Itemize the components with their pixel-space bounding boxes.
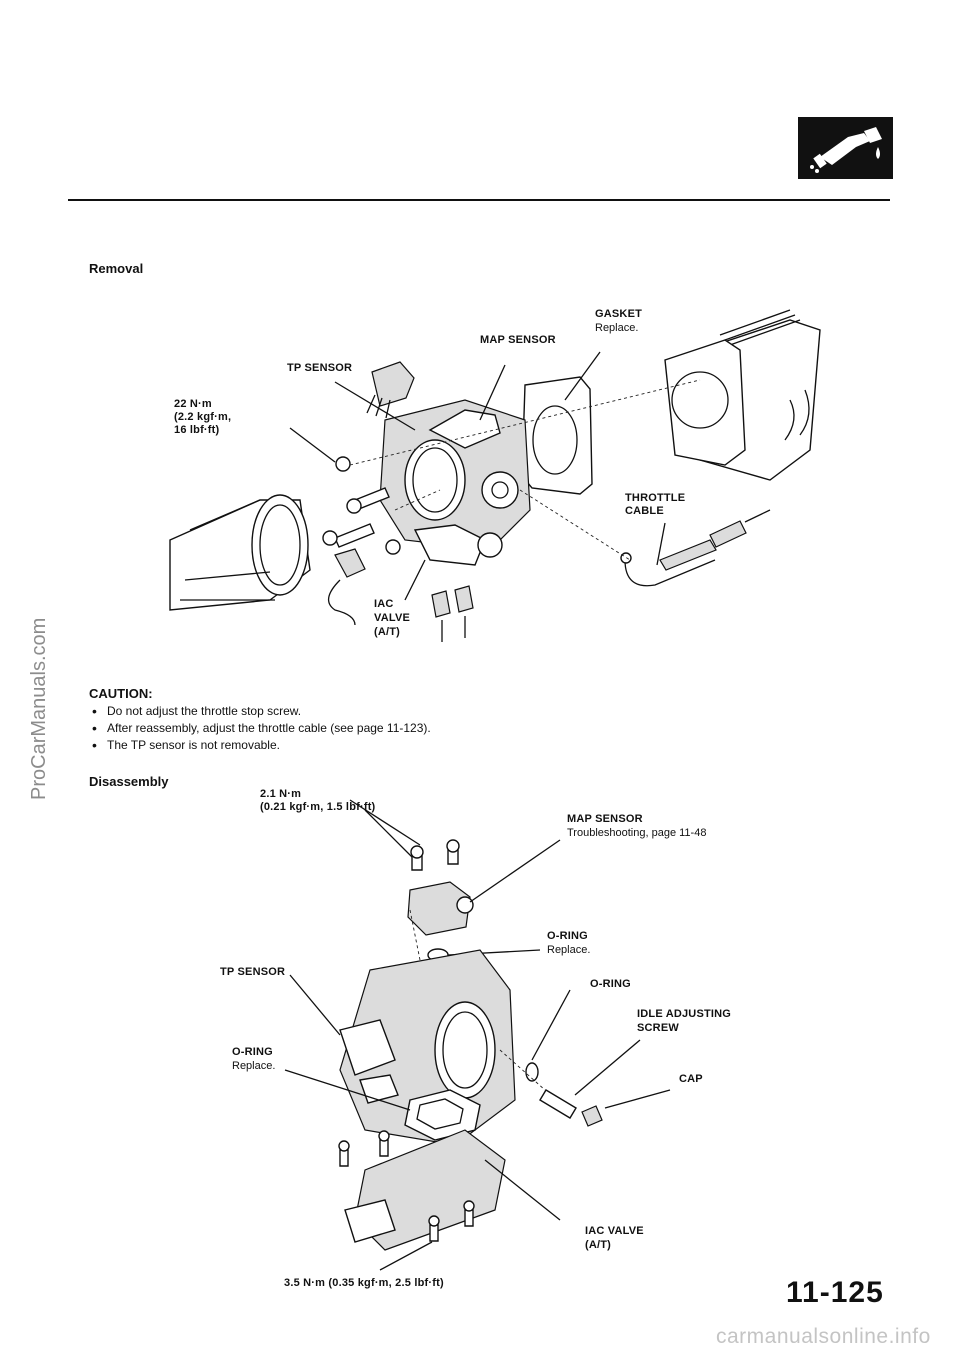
removal-label-tp-sensor: TP SENSOR bbox=[287, 362, 353, 374]
removal-label-iac-2: VALVE bbox=[374, 612, 411, 624]
caution-item: The TP sensor is not removable. bbox=[89, 737, 609, 754]
removal-heading: Removal bbox=[89, 261, 144, 276]
dis-label-oring-a-note: Replace. bbox=[547, 944, 591, 956]
removal-label-throttle-1: THROTTLE bbox=[625, 492, 686, 504]
dis-label-oring-c: O-RING bbox=[232, 1046, 273, 1058]
dis-label-iac-2: (A/T) bbox=[585, 1239, 612, 1251]
disassembly-heading: Disassembly bbox=[89, 774, 169, 789]
removal-diagram bbox=[160, 290, 840, 670]
dis-label-tp-sensor: TP SENSOR bbox=[220, 966, 286, 978]
removal-label-torque-3: 16 lbf·ft) bbox=[174, 424, 220, 436]
disassembly-diagram bbox=[270, 790, 750, 1280]
dis-label-oring-a: O-RING bbox=[547, 930, 588, 942]
dis-label-oring-b: O-RING bbox=[590, 978, 631, 990]
dis-label-cap: CAP bbox=[679, 1073, 703, 1085]
caution-item: Do not adjust the throttle stop screw. bbox=[89, 703, 609, 720]
removal-label-throttle-2: CABLE bbox=[625, 505, 664, 517]
removal-label-iac-3: (A/T) bbox=[374, 626, 401, 638]
removal-label-gasket-note: Replace. bbox=[595, 322, 639, 334]
side-watermark: ProCarManuals.com bbox=[28, 617, 50, 800]
fuel-nozzle-icon bbox=[798, 117, 893, 179]
removal-label-torque-1: 22 N·m bbox=[174, 398, 212, 410]
dis-label-torque-top-2: (0.21 kgf·m, 1.5 lbf·ft) bbox=[260, 801, 376, 813]
header-rule bbox=[68, 199, 890, 201]
dis-label-idle-2: SCREW bbox=[637, 1022, 679, 1034]
page-number: 11-125 bbox=[786, 1276, 884, 1309]
removal-label-gasket: GASKET bbox=[595, 308, 643, 320]
bottom-watermark: carmanualsonline.info bbox=[716, 1325, 931, 1348]
caution-item: After reassembly, adjust the throttle ca… bbox=[89, 720, 609, 737]
caution-heading: CAUTION: bbox=[89, 686, 153, 701]
dis-label-oring-c-note: Replace. bbox=[232, 1060, 276, 1072]
caution-list: Do not adjust the throttle stop screw. A… bbox=[89, 703, 609, 754]
dis-label-map-note: Troubleshooting, page 11-48 bbox=[567, 827, 707, 839]
removal-label-iac-1: IAC bbox=[374, 598, 394, 610]
removal-label-map-sensor: MAP SENSOR bbox=[480, 334, 556, 346]
dis-label-iac-1: IAC VALVE bbox=[585, 1225, 644, 1237]
dis-label-map-sensor: MAP SENSOR bbox=[567, 813, 643, 825]
dis-label-torque-top-1: 2.1 N·m bbox=[260, 788, 302, 800]
dis-label-idle-1: IDLE ADJUSTING bbox=[637, 1008, 732, 1020]
dis-label-torque-bottom: 3.5 N·m (0.35 kgf·m, 2.5 lbf·ft) bbox=[284, 1277, 444, 1289]
removal-label-torque-2: (2.2 kgf·m, bbox=[174, 411, 232, 423]
